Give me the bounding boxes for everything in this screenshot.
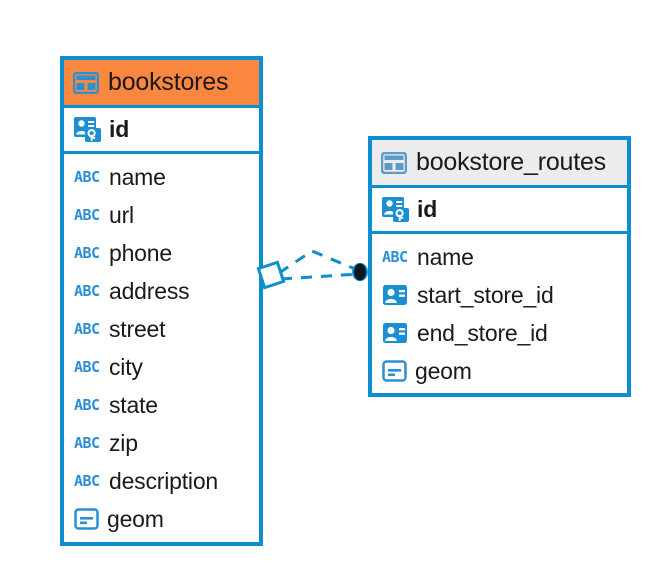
field-label-name: name xyxy=(109,163,166,190)
svg-text:ABC: ABC xyxy=(74,396,100,414)
geometry-icon xyxy=(74,508,99,530)
field-row-address[interactable]: ABC address xyxy=(64,272,259,310)
field-label-end_store_id: end_store_id xyxy=(417,319,548,346)
abc-text-icon: ABC xyxy=(74,395,101,415)
entity-header-bookstore-routes[interactable]: bookstore_routes xyxy=(372,140,627,188)
relationship-line-upper xyxy=(278,249,361,275)
field-row-phone[interactable]: ABC phone xyxy=(64,234,259,272)
field-row-name[interactable]: ABC name xyxy=(64,158,259,196)
field-row-zip[interactable]: ABC zip xyxy=(64,424,259,462)
field-label-start_store_id: start_store_id xyxy=(417,281,554,308)
field-label-geom: geom xyxy=(415,357,472,384)
field-label-state: state xyxy=(109,391,158,418)
field-row-start_store_id[interactable]: start_store_id xyxy=(372,276,627,314)
field-label-geom: geom xyxy=(107,505,164,532)
entity-table-bookstores[interactable]: bookstores id xyxy=(60,56,263,546)
primary-key-section-bookstores: id xyxy=(64,108,259,154)
field-label-city: city xyxy=(109,353,143,380)
field-label-id: id xyxy=(417,195,438,222)
relationship-line-lower xyxy=(280,272,360,281)
foreign-key-icon xyxy=(382,321,409,345)
abc-text-icon: ABC xyxy=(74,243,101,263)
primary-key-icon xyxy=(382,196,409,222)
primary-key-icon xyxy=(74,116,101,142)
abc-text-icon: ABC xyxy=(74,471,101,491)
table-grid-icon xyxy=(381,151,407,174)
svg-text:ABC: ABC xyxy=(74,244,100,262)
entity-header-bookstores[interactable]: bookstores xyxy=(64,60,259,108)
svg-text:ABC: ABC xyxy=(74,472,100,490)
abc-text-icon: ABC xyxy=(74,167,101,187)
svg-text:ABC: ABC xyxy=(74,320,100,338)
abc-text-icon: ABC xyxy=(74,357,101,377)
foreign-key-icon xyxy=(382,283,409,307)
abc-text-icon: ABC xyxy=(382,247,409,267)
field-label-url: url xyxy=(109,201,134,228)
abc-text-icon: ABC xyxy=(74,281,101,301)
entity-title-bookstore-routes: bookstore_routes xyxy=(416,148,606,176)
svg-text:ABC: ABC xyxy=(74,206,100,224)
entity-table-bookstore-routes[interactable]: bookstore_routes xyxy=(368,136,631,397)
table-grid-icon xyxy=(73,71,99,94)
field-row-description[interactable]: ABC description xyxy=(64,462,259,500)
field-row-geom[interactable]: geom xyxy=(64,500,259,538)
abc-text-icon: ABC xyxy=(74,205,101,225)
svg-text:ABC: ABC xyxy=(382,248,408,266)
entity-title-bookstores: bookstores xyxy=(108,68,229,96)
field-label-street: street xyxy=(109,315,166,342)
geometry-icon xyxy=(382,360,407,382)
field-row-id[interactable]: id xyxy=(372,190,627,228)
field-row-id[interactable]: id xyxy=(64,110,259,148)
field-label-description: description xyxy=(109,467,219,494)
field-label-zip: zip xyxy=(109,429,138,456)
field-row-url[interactable]: ABC url xyxy=(64,196,259,234)
abc-text-icon: ABC xyxy=(74,319,101,339)
svg-text:ABC: ABC xyxy=(74,358,100,376)
field-row-name[interactable]: ABC name xyxy=(372,238,627,276)
svg-text:ABC: ABC xyxy=(74,434,100,452)
relationship-connector[interactable] xyxy=(255,243,375,313)
svg-text:ABC: ABC xyxy=(74,168,100,186)
abc-text-icon: ABC xyxy=(74,433,101,453)
relationship-circle-marker xyxy=(352,263,368,281)
primary-key-section-bookstore-routes: id xyxy=(372,188,627,234)
field-label-id: id xyxy=(109,115,130,142)
svg-text:ABC: ABC xyxy=(74,282,100,300)
field-row-geom[interactable]: geom xyxy=(372,352,627,390)
field-label-address: address xyxy=(109,277,190,304)
field-label-phone: phone xyxy=(109,239,172,266)
field-label-name: name xyxy=(417,243,474,270)
field-row-city[interactable]: ABC city xyxy=(64,348,259,386)
field-row-end_store_id[interactable]: end_store_id xyxy=(372,314,627,352)
field-row-state[interactable]: ABC state xyxy=(64,386,259,424)
field-row-street[interactable]: ABC street xyxy=(64,310,259,348)
